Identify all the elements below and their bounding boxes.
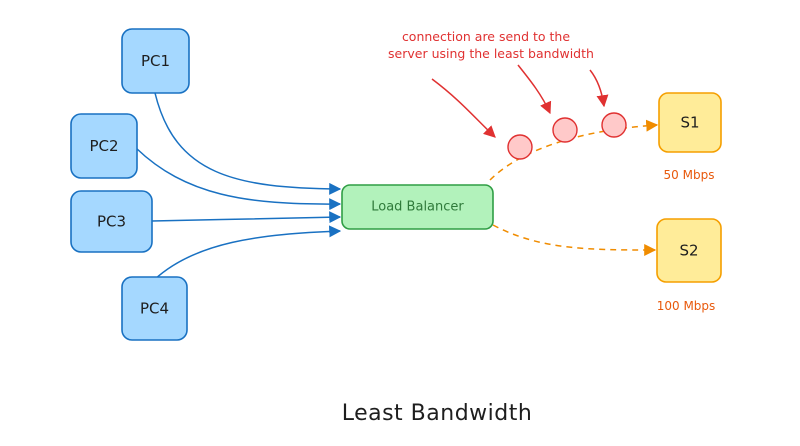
server-s2-bandwidth: 100 Mbps	[657, 299, 716, 313]
annotation-line-2: server using the least bandwidth	[388, 46, 594, 61]
client-pc2: PC2	[70, 113, 138, 179]
annotation-arrow-1	[431, 78, 496, 138]
link-lb-to-s1	[489, 119, 659, 181]
load-balancer: Load Balancer	[341, 184, 494, 230]
server-s2: S2	[656, 218, 722, 283]
connection-dot-2	[552, 117, 578, 143]
client-pc4-label: PC4	[140, 300, 169, 318]
client-pc4: PC4	[121, 276, 188, 341]
server-s1: S1	[658, 92, 722, 153]
annotation-arrow-3	[589, 69, 609, 108]
server-s2-label: S2	[679, 242, 698, 260]
client-pc3: PC3	[70, 190, 153, 253]
server-s1-label: S1	[680, 114, 699, 132]
arrow-pc4-to-lb	[153, 225, 342, 281]
client-pc2-label: PC2	[89, 137, 118, 155]
link-lb-to-s2	[492, 224, 657, 256]
arrow-pc1-to-lb	[154, 92, 342, 195]
client-pc1: PC1	[121, 28, 190, 94]
annotation-line-1: connection are send to the	[402, 29, 570, 44]
server-s1-bandwidth: 50 Mbps	[664, 168, 715, 182]
load-balancer-label: Load Balancer	[371, 200, 464, 215]
arrow-pc2-to-lb	[135, 147, 342, 211]
connection-dot-1	[507, 134, 533, 160]
annotation-arrow-2	[517, 64, 552, 115]
client-pc1-label: PC1	[141, 52, 170, 70]
arrow-pc3-to-lb	[151, 211, 342, 224]
connection-dot-3	[601, 112, 627, 138]
client-pc3-label: PC3	[97, 213, 126, 231]
diagram-title: Least Bandwidth	[342, 401, 533, 426]
